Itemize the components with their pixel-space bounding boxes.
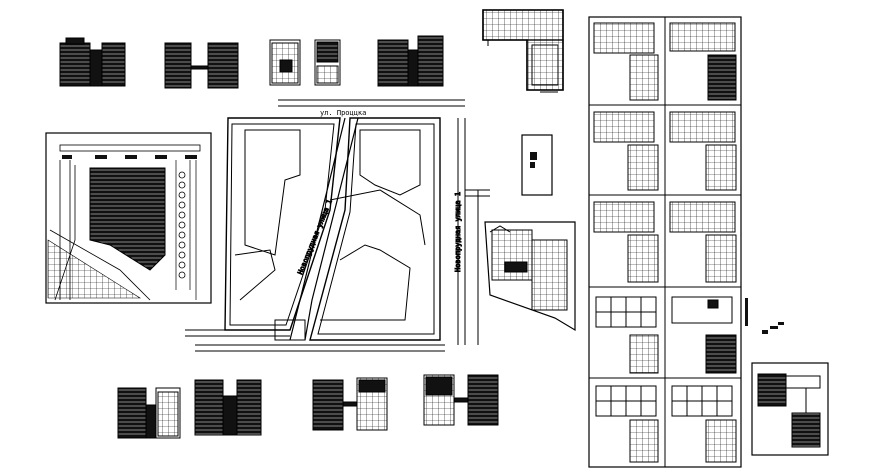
elevations-bottom-row (117, 374, 499, 439)
site-plan-detail (45, 132, 212, 304)
floor-plan-l-shape (482, 9, 564, 93)
detail-box (751, 362, 829, 456)
elevation-1 (59, 37, 126, 87)
street-vert-label: Новопрудная улица 1 (454, 192, 462, 272)
small-marks (745, 298, 784, 334)
elevation-8 (423, 374, 499, 426)
elevations-top-row (59, 35, 444, 89)
elevation-4 (377, 35, 444, 87)
elevation-6 (194, 379, 262, 436)
elevation-2 (164, 42, 239, 89)
master-plan: Новопрудная улица 1 Новопрудная улица 1 (185, 117, 490, 352)
small-plan-box (521, 134, 553, 196)
site-fragment (484, 221, 576, 332)
street-top: ул. Проццка (278, 99, 465, 117)
elevation-5 (117, 387, 181, 439)
street-top-label: ул. Проццка (320, 109, 366, 117)
floor-plans (593, 22, 737, 463)
elevation-3 (269, 39, 341, 86)
elevation-7 (312, 377, 388, 431)
